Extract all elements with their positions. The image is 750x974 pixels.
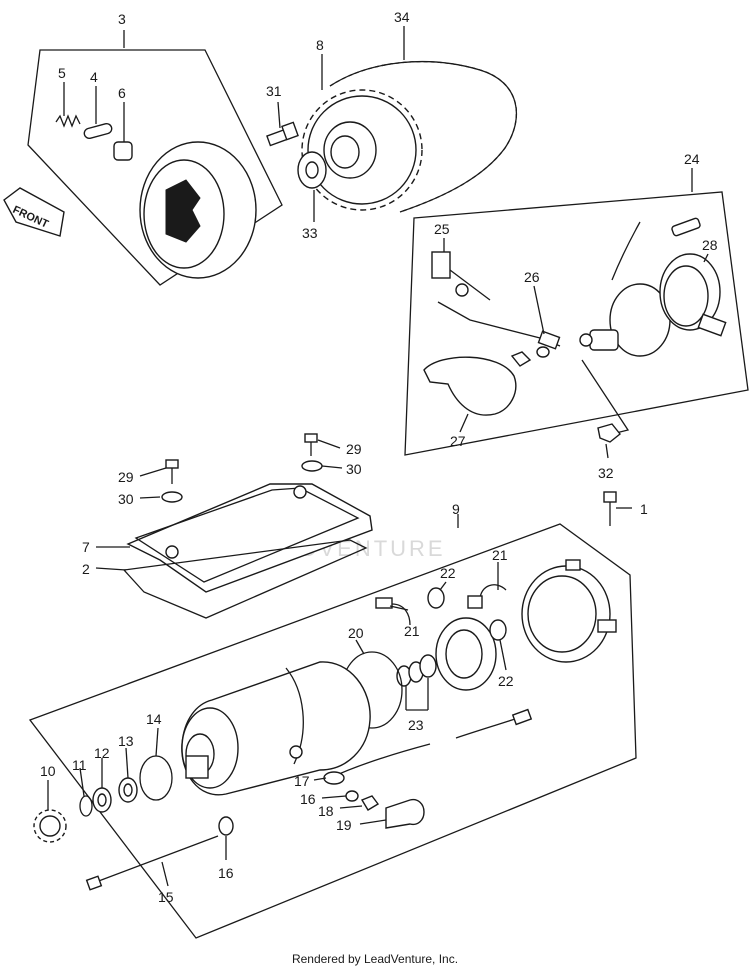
- callout-1: 1: [640, 501, 648, 517]
- callout-16b: 16: [218, 865, 234, 881]
- through-bolt-part-15: [85, 835, 219, 891]
- callout-34: 34: [394, 9, 410, 25]
- callout-17: 17: [294, 773, 310, 789]
- nut-part-32: [597, 423, 621, 443]
- washer-part-16a: [345, 790, 359, 802]
- callout-30a: 30: [346, 461, 362, 477]
- callout-24: 24: [684, 151, 700, 167]
- callout-29b: 29: [118, 469, 134, 485]
- callout-22a: 22: [440, 565, 456, 581]
- callout-5: 5: [58, 65, 66, 81]
- washer-part-33: [297, 151, 327, 189]
- callout-18: 18: [318, 803, 334, 819]
- callout-6: 6: [118, 85, 126, 101]
- callout-10: 10: [40, 763, 56, 779]
- rubber-band-part-28: [659, 253, 727, 337]
- spring-part-22a: [427, 587, 445, 609]
- callout-21b: 21: [492, 547, 508, 563]
- callout-4: 4: [90, 69, 98, 85]
- bolt-part-1: [603, 491, 617, 526]
- washer-part-16b: [218, 816, 234, 836]
- callout-28: 28: [702, 237, 718, 253]
- o-ring-part-14: [139, 755, 173, 801]
- brush-part-21a: [375, 597, 411, 626]
- sprocket-part-8: [301, 89, 423, 211]
- starter-motor-group-outline: [28, 514, 637, 939]
- pinion-gear-part-10: [33, 809, 67, 843]
- callout-19: 19: [336, 817, 352, 833]
- callout-16a: 16: [300, 791, 316, 807]
- screw-part-29b: [165, 459, 179, 484]
- callout-26: 26: [524, 269, 540, 285]
- starter-clutch-body: [139, 141, 257, 279]
- callout-32: 32: [598, 465, 614, 481]
- callout-33: 33: [302, 225, 318, 241]
- brush-plate: [435, 617, 497, 691]
- callout-23: 23: [408, 717, 424, 733]
- callout-3: 3: [118, 11, 126, 27]
- pin-part-4: [83, 122, 113, 140]
- callout-13: 13: [118, 733, 134, 749]
- nut-near-relay: [510, 346, 550, 367]
- washer-part-30a: [301, 460, 323, 472]
- callout-22b: 22: [498, 673, 514, 689]
- callout-14: 14: [146, 711, 162, 727]
- relay-cover-part-27: [423, 356, 517, 416]
- washer-part-12: [92, 787, 112, 813]
- callout-2: 2: [82, 561, 90, 577]
- cover-part-7: [126, 483, 373, 593]
- cable-part-26: [437, 301, 561, 350]
- callout-11: 11: [72, 757, 87, 773]
- callout-8: 8: [316, 37, 324, 53]
- callout-numbers: 3 5 4 6 8 34 31 33 24 25 28 26 27 32 29 …: [40, 9, 718, 905]
- washer-set-part-23: [396, 654, 437, 687]
- chain-part-34: [329, 60, 518, 213]
- roller-part-6: [113, 141, 133, 161]
- terminal-cap-part-19: [385, 798, 425, 829]
- callout-9: 9: [452, 501, 460, 517]
- bracket-part-25: [431, 251, 491, 301]
- leader-lines: [47, 26, 709, 887]
- callout-31: 31: [266, 83, 282, 99]
- callout-15: 15: [158, 889, 174, 905]
- callout-12: 12: [94, 745, 110, 761]
- callout-30b: 30: [118, 491, 134, 507]
- starter-end-cover: [521, 559, 617, 663]
- callout-7: 7: [82, 539, 90, 555]
- callout-25: 25: [434, 221, 450, 237]
- bolt-part-31: [266, 121, 299, 147]
- callout-20: 20: [348, 625, 364, 641]
- front-arrow-icon: FRONT: [3, 187, 65, 237]
- screw-part-29a: [304, 433, 318, 456]
- callout-29a: 29: [346, 441, 362, 457]
- lead-wire-part-17: [323, 708, 533, 785]
- washer-part-13: [118, 777, 138, 803]
- brush-part-21b: [467, 584, 507, 609]
- circlip-part-11: [79, 795, 93, 817]
- spring-part-22b: [489, 619, 507, 641]
- nut-part-18: [360, 795, 380, 811]
- callout-27: 27: [450, 433, 466, 449]
- spring-part-5: [55, 114, 81, 128]
- washer-part-30b: [161, 491, 183, 503]
- footer-credit: Rendered by LeadVenture, Inc.: [291, 952, 459, 966]
- gasket-part-2: [122, 539, 368, 619]
- starter-motor-body: [181, 661, 371, 796]
- callout-21a: 21: [404, 623, 420, 639]
